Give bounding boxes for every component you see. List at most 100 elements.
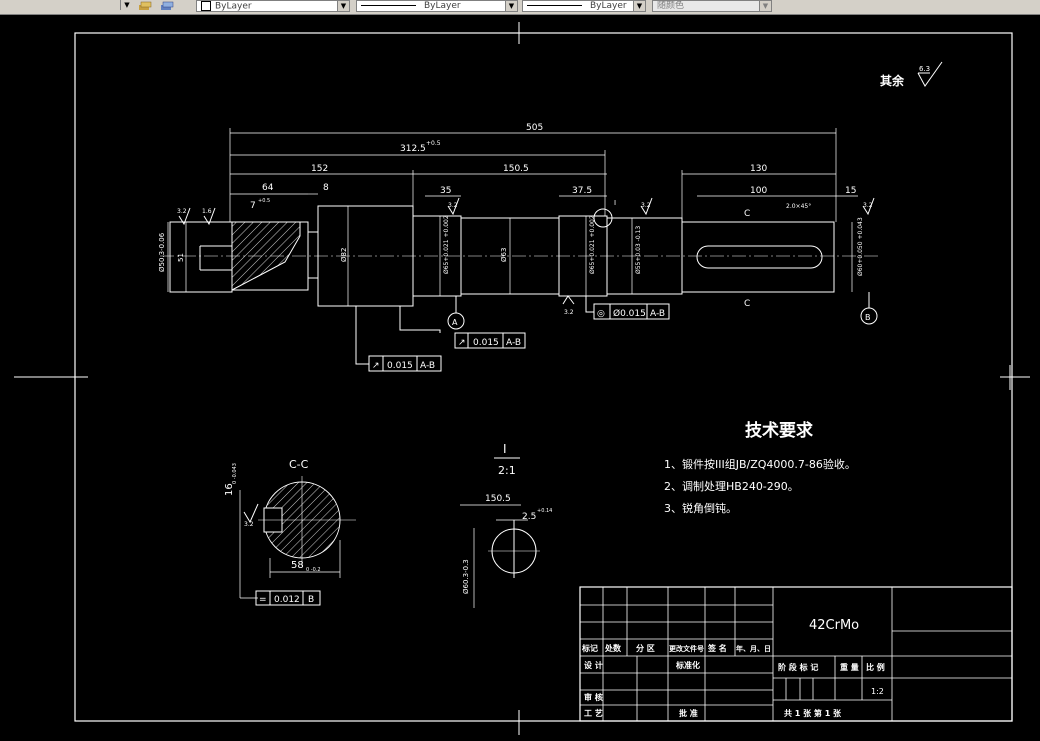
roughness-mark-3 (447, 197, 460, 216)
roughness-mark-2 (203, 207, 216, 226)
ra-value-1: 3.2 (177, 208, 187, 215)
drawing-border (74, 32, 1013, 722)
detail-dim-2-5: 2.5 (522, 512, 536, 522)
tol-leader-3 (585, 296, 594, 313)
tol-leader-1 (399, 306, 441, 333)
dim-312-tol: +0.5 (426, 140, 441, 147)
linetype-preview (361, 5, 416, 6)
dim-37-5: 37.5 (572, 186, 592, 196)
detail-view-title: I (503, 442, 507, 456)
tol-box-2 (368, 355, 442, 372)
tol-datum-3: A-B (650, 309, 665, 319)
tolerance-frame-3: ◎ Ø0.015 A-B (585, 296, 670, 320)
chevron-down-icon[interactable]: ▼ (633, 1, 645, 11)
plot-style-select[interactable]: 随颜色 ▼ (652, 0, 772, 12)
tb-label-review: 审 核 (584, 692, 603, 702)
section-c-bottom: C (744, 299, 750, 309)
drawing-canvas[interactable]: 其余 6.3 (0, 14, 1040, 741)
dim-130: 130 (750, 164, 767, 174)
roughness-mark-4 (640, 197, 653, 216)
dim-dia-left: Ø50.3-0.06 (158, 232, 166, 272)
shaft-main-view (160, 205, 880, 307)
lineweight-preview (527, 5, 582, 6)
tol-box-3 (593, 303, 670, 320)
title-block-material: 42CrMo (809, 618, 859, 633)
keyway (696, 245, 823, 269)
dim-312: 312.5 (400, 144, 426, 154)
section-roughness (243, 503, 259, 524)
tech-requirement-1: 1、锻件按III组JB/ZQ4000.7-86验收。 (664, 457, 856, 471)
chevron-down-icon[interactable]: ▼ (337, 1, 349, 11)
section-c-top: C (744, 209, 750, 219)
shaft-right-end (681, 221, 835, 293)
detail-dim-150-5: 150.5 (485, 494, 511, 504)
shaft-hatched-section (231, 221, 301, 291)
plot-style-value: 随颜色 (657, 1, 685, 11)
shaft-neck (307, 231, 319, 279)
tech-requirement-2: 2、调制处理HB240-290。 (664, 480, 799, 493)
ra-value-5: 3.2 (863, 202, 873, 209)
layer-select-value: ByLayer (215, 1, 252, 12)
tol-value-3: Ø0.015 (613, 308, 646, 319)
title-block (579, 586, 1013, 722)
section-view-cc: C-C 16 0 -0.043 58 0 -0.2 3.2 = 0.012 B (224, 458, 356, 606)
dim-8: 8 (323, 183, 329, 193)
title-block-border (579, 586, 1013, 722)
section-width-dim: 16 (224, 483, 235, 496)
dim-152: 152 (311, 164, 328, 174)
tech-requirement-3: 3、锐角倒钝。 (664, 501, 737, 515)
layer-select[interactable]: ByLayer ▼ (196, 0, 350, 12)
dim-dia-51: 51 (177, 253, 185, 262)
dim-505: 505 (526, 123, 543, 133)
lineweight-select-value: ByLayer (590, 1, 627, 11)
tolerance-frame-2: ↗ 0.015 A-B (355, 306, 442, 372)
detail-dim-2-5-tol: +0.14 (537, 508, 552, 514)
layer-states-icon[interactable] (160, 0, 174, 12)
tb-label-design: 设 计 (584, 660, 603, 670)
tech-requirements-heading: 技术要求 (745, 420, 813, 441)
roughness-mark-1 (178, 207, 191, 226)
tolerance-frame-1: ↗ 0.015 A-B (399, 306, 526, 349)
roughness-marks (178, 197, 875, 305)
linetype-select-value: ByLayer (424, 1, 461, 11)
dim-100: 100 (750, 186, 767, 196)
tol-value-2: 0.015 (387, 361, 413, 371)
ra-value-6: 3.2 (564, 309, 574, 316)
chevron-down-icon[interactable]: ▼ (759, 1, 771, 11)
detail-label-i: I (614, 199, 616, 207)
tb-scale-value: 1:2 (871, 687, 884, 696)
layer-icon[interactable] (138, 0, 152, 12)
title-block-texts: 42CrMo 标记 处数 分 区 更改文件号 签 名 年、月、日 设 计 标准化… (581, 618, 885, 718)
datum-b-label: B (865, 313, 871, 322)
detail-view-scale: 2:1 (498, 464, 516, 477)
roughness-mark-6 (562, 295, 575, 305)
dim-7: 7 (250, 201, 256, 211)
linetype-select[interactable]: ByLayer ▼ (356, 0, 518, 12)
tol-box-4 (255, 590, 321, 606)
dim-dia-65a: Ø65+0.021 +0.002 (443, 215, 450, 274)
tol-value-4: 0.012 (274, 595, 300, 605)
tol-value-1: 0.015 (473, 338, 499, 348)
toolbar-dropdown-arrow[interactable]: ▼ (120, 0, 133, 10)
dim-35: 35 (440, 186, 451, 196)
tol-symbol-2: ↗ (372, 361, 380, 371)
properties-toolbar: ▼ ByLayer ▼ ByLayer ▼ ByLayer ▼ 随颜色 ▼ (0, 0, 1040, 15)
tol-symbol-3: ◎ (597, 309, 605, 319)
dim-dia-63: Ø63 (500, 248, 508, 262)
tol-datum-2: A-B (420, 361, 435, 371)
lineweight-select[interactable]: ByLayer ▼ (522, 0, 646, 12)
tb-label-approve: 批 准 (679, 708, 698, 718)
tol-symbol-1: ↗ (458, 338, 466, 348)
chevron-down-icon[interactable]: ▼ (505, 1, 517, 11)
section-depth-dim: 58 (291, 560, 304, 571)
tol-datum-1: A-B (506, 338, 521, 348)
tb-label-scale: 比 例 (866, 662, 885, 672)
tol-leader-2 (355, 306, 369, 365)
tb-label-change: 更改文件号 (669, 644, 704, 653)
dim-7-tol: +0.5 (258, 198, 270, 204)
roughness-values: 3.2 1.6 3.2 3.2 3.2 3.2 (177, 202, 873, 316)
tb-label-count: 处数 (604, 643, 622, 653)
ra-value-2: 1.6 (202, 208, 212, 215)
color-swatch-icon (201, 1, 211, 11)
tb-sheets: 共 1 张 第 1 张 (784, 708, 842, 718)
